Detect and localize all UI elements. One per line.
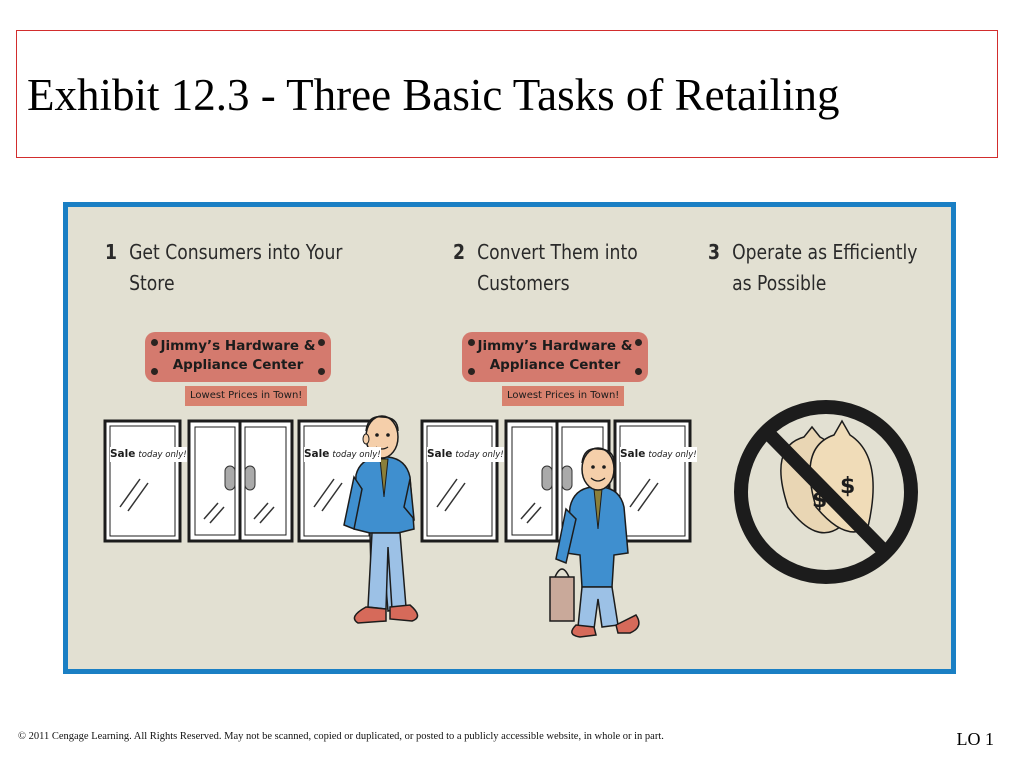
exhibit-panel: $ $ 1 Get Consumers into Your Store 2 Co… <box>63 202 956 674</box>
slide-title: Exhibit 12.3 - Three Basic Tasks of Reta… <box>27 70 840 120</box>
task-1-text: Get Consumers into Your Store <box>129 240 343 295</box>
sale-suffix: today only! <box>138 450 187 460</box>
sale-suffix: today only! <box>455 450 504 460</box>
sale-word: Sale <box>427 448 453 460</box>
store-2-sale-sign-right: Sale today only! <box>620 447 697 462</box>
task-3-number: 3 <box>708 240 720 264</box>
title-box: Exhibit 12.3 - Three Basic Tasks of Reta… <box>16 30 998 158</box>
no-money-bags-icon: $ $ <box>734 400 918 584</box>
task-2-number: 2 <box>453 240 465 264</box>
shopper-man-illustration <box>343 415 419 624</box>
store-2-sign: Jimmy’s Hardware & Appliance Center <box>462 332 648 382</box>
store-1-sale-sign-left: Sale today only! <box>110 447 187 462</box>
store-front-2 <box>420 419 692 543</box>
svg-text:$: $ <box>840 474 855 499</box>
learning-objective-label: LO 1 <box>956 729 995 749</box>
task-2-text: Convert Them into Customers <box>477 240 638 295</box>
store-front-1 <box>103 419 376 543</box>
sale-word: Sale <box>620 448 646 460</box>
store-1-sign-text: Jimmy’s Hardware & Appliance Center <box>160 338 316 373</box>
sale-word: Sale <box>110 448 136 460</box>
store-1-tagline: Lowest Prices in Town! <box>185 386 308 406</box>
store-2-tagline: Lowest Prices in Town! <box>502 386 625 406</box>
exhibit-illustration: $ $ <box>103 400 918 638</box>
sale-suffix: today only! <box>332 450 381 460</box>
task-3-text: Operate as Efficiently as Possible <box>732 240 918 295</box>
store-2-sale-sign-left: Sale today only! <box>427 447 504 462</box>
store-1-sale-sign-right: Sale today only! <box>304 447 381 462</box>
sale-word: Sale <box>304 448 330 460</box>
store-1-sign: Jimmy’s Hardware & Appliance Center <box>145 332 331 382</box>
copyright-footer: © 2011 Cengage Learning. All Rights Rese… <box>18 731 664 742</box>
task-1-number: 1 <box>105 240 117 264</box>
customer-with-bag-illustration <box>549 447 640 638</box>
store-2-sign-text: Jimmy’s Hardware & Appliance Center <box>477 338 633 373</box>
sale-suffix: today only! <box>648 450 697 460</box>
